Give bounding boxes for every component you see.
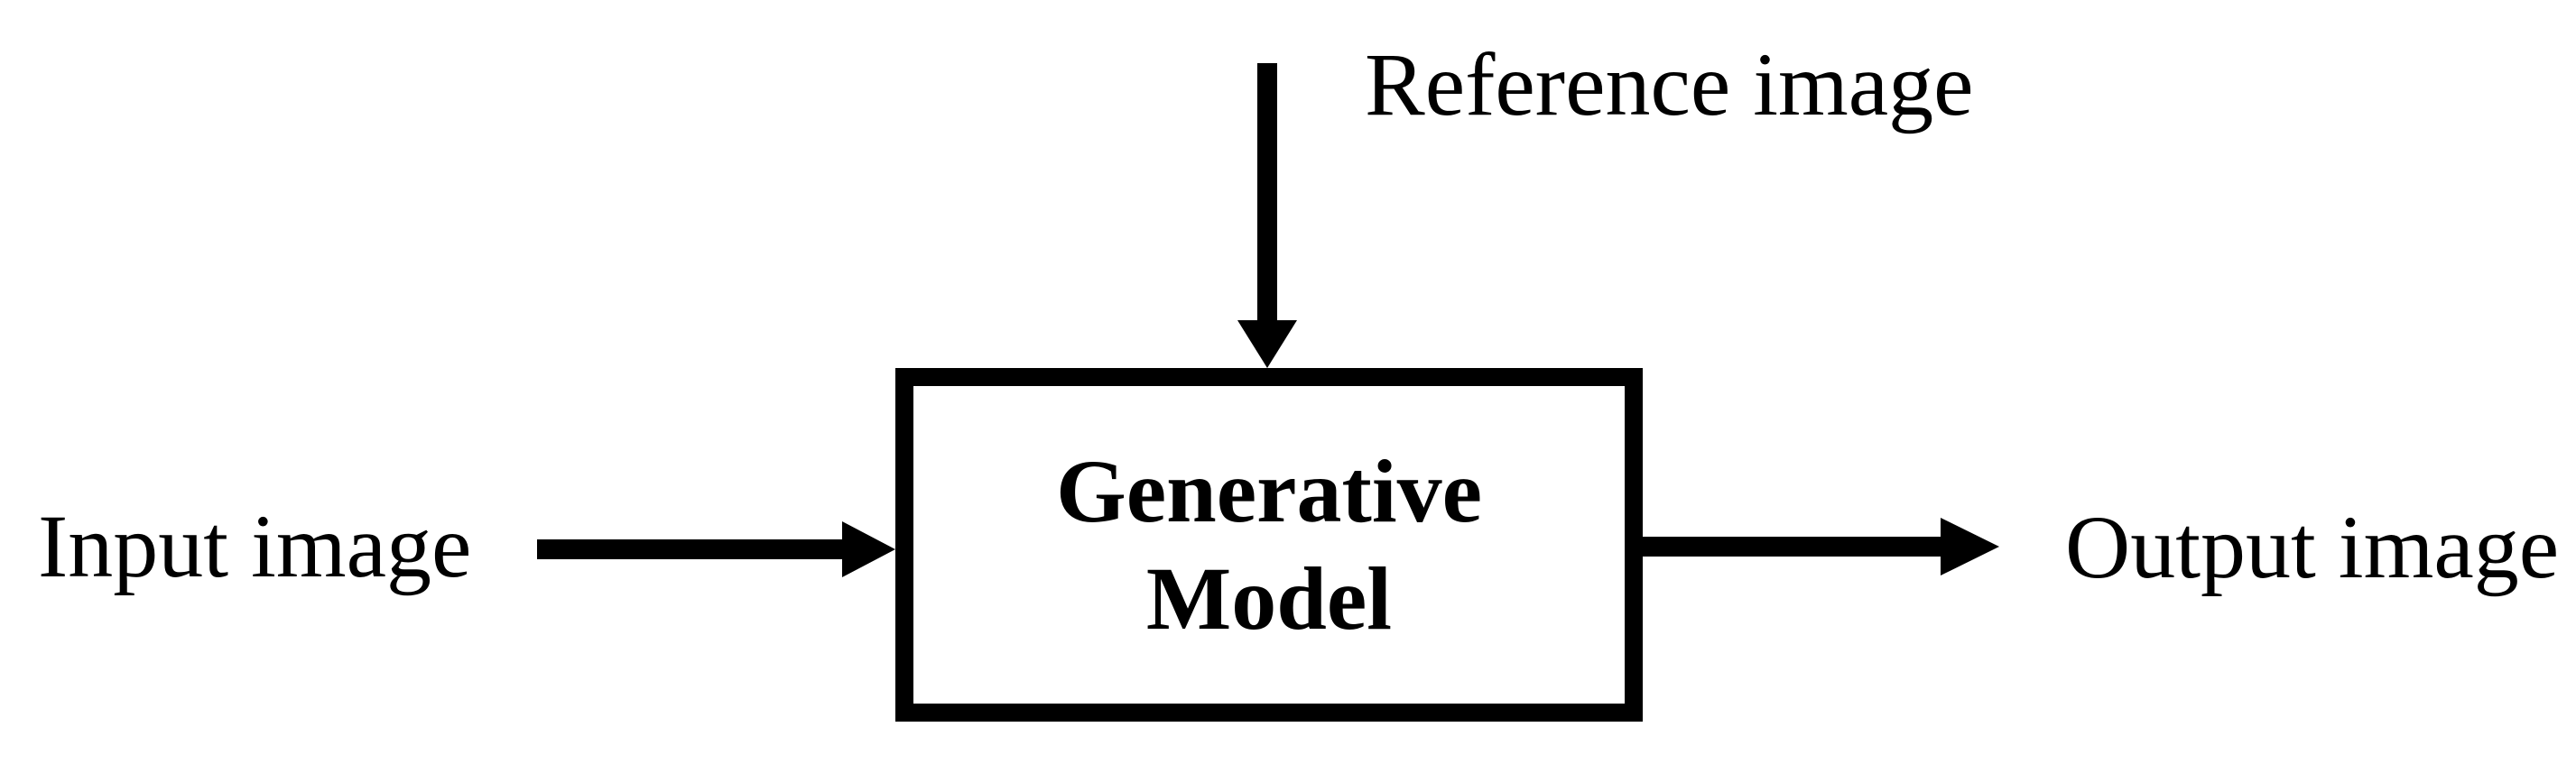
reference-arrowhead-icon [1237, 320, 1297, 368]
input-arrowhead-icon [842, 521, 895, 577]
reference-arrow-shaft [1257, 63, 1277, 327]
generative-model-label-line2: Model [1145, 548, 1393, 649]
reference-image-label: Reference image [1365, 34, 1974, 134]
generative-model-label-line1: Generative [1055, 441, 1483, 541]
generative-model-box: Generative Model [895, 368, 1643, 722]
output-arrowhead-icon [1941, 518, 1999, 575]
input-arrow-shaft [537, 539, 847, 559]
output-image-label: Output image [2065, 497, 2560, 597]
input-image-label: Input image [38, 496, 472, 596]
output-arrow-shaft [1643, 537, 1945, 557]
